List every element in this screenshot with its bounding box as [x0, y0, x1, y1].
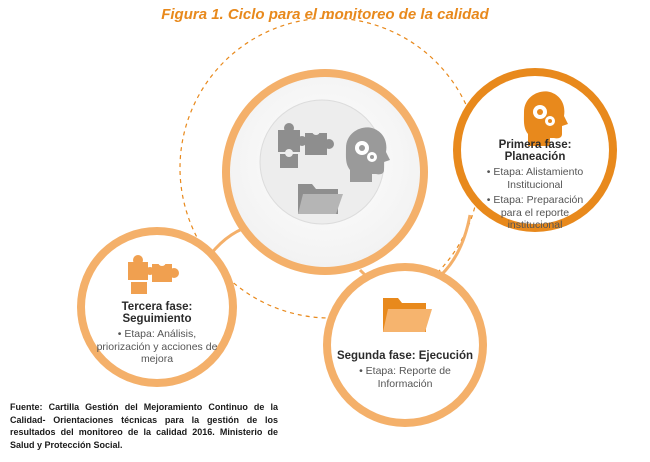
- phase3-puzzle-icon: [128, 255, 179, 294]
- figure-title: Figura 1. Ciclo para el monitoreo de la …: [161, 6, 489, 23]
- phase1-circle: [461, 76, 609, 224]
- phase2-circle: [331, 271, 479, 419]
- head-gears-icon: [345, 127, 390, 182]
- phase3-circle: [85, 235, 229, 379]
- phase2-text: Segunda fase: Ejecución • Etapa: Reporte…: [335, 350, 475, 390]
- phase2-title: Segunda fase: Ejecución: [336, 350, 474, 362]
- phase1-title: Primera fase: Planeación: [498, 139, 572, 163]
- phase2-folder-icon: [383, 298, 432, 332]
- folder-icon: [298, 184, 343, 214]
- phase1-item-1: • Etapa: Alistamiento Institucional: [486, 166, 584, 191]
- phase3-text: Tercera fase: Seguimiento • Etapa: Análi…: [90, 301, 224, 366]
- source-citation: Fuente: Cartilla Gestión del Mejoramient…: [10, 402, 278, 450]
- phase1-text: Primera fase: Planeación • Etapa: Alista…: [475, 139, 595, 232]
- phase3-title: Tercera fase: Seguimiento: [121, 301, 193, 325]
- phase3-item-1: • Etapa: Análisis, priorización y accion…: [96, 328, 218, 365]
- puzzle-icon: [278, 123, 334, 168]
- phase1-head-gears-icon: [523, 91, 568, 146]
- phase1-item-2: • Etapa: Preparación para el reporte ins…: [486, 194, 584, 231]
- phase2-item-1: • Etapa: Reporte de Información: [359, 365, 451, 390]
